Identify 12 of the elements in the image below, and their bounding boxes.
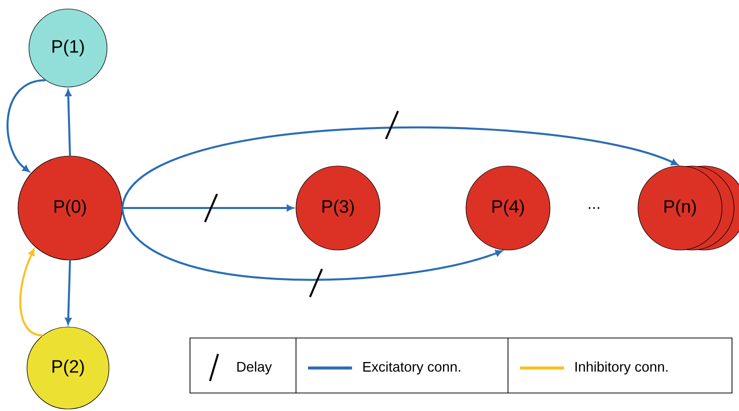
legend-text: Delay (237, 362, 272, 374)
legend-text: Inhibitory conn. (575, 362, 668, 374)
neuron-stack: P(n) (638, 166, 739, 250)
arrow (121, 126, 678, 208)
arrow (122, 204, 294, 212)
arrow (19, 248, 43, 336)
arrow (65, 260, 72, 324)
legend-text: Excitatory conn. (363, 362, 460, 374)
arrow (65, 90, 72, 156)
arrow (6, 79, 46, 172)
arrow (121, 208, 502, 281)
ellipsis: ... (588, 207, 600, 209)
